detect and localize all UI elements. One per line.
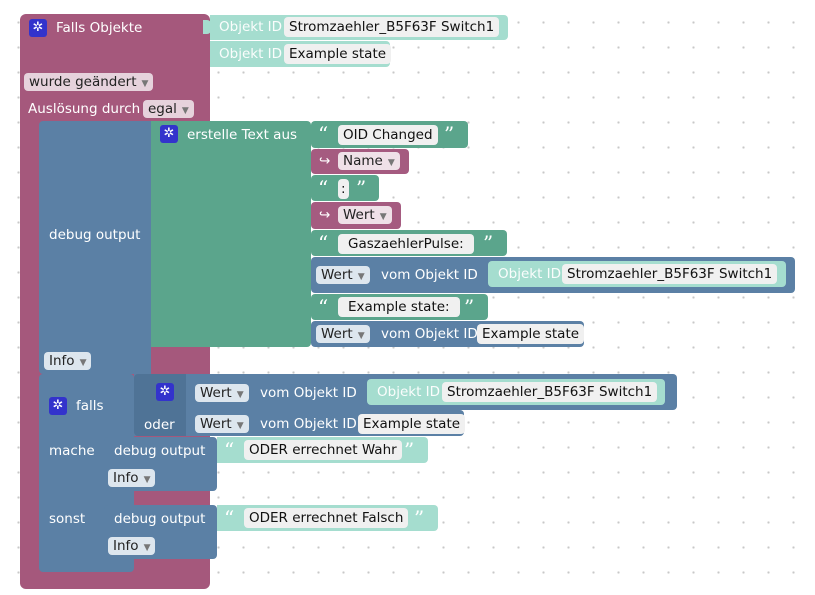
debug-level-dropdown-2[interactable]: Info ▼ [108,469,156,487]
text-join-gear-icon[interactable]: ✲ [160,125,178,143]
close-quote-icon: ” [444,122,455,146]
object-id-field-4[interactable]: Example state [477,324,585,344]
if-gear-icon[interactable]: ✲ [49,397,67,415]
text-false[interactable]: ODER errechnet Falsch [244,508,409,528]
get-value-prop-2: Wert [321,326,353,342]
get-value-prop-1: Wert [321,267,353,283]
variable-arrow-icon: ↪ [319,207,331,223]
text-oid-changed[interactable]: OID Changed [338,125,438,145]
debug-output-block-1[interactable] [39,121,151,374]
if-sonst-label: sonst [49,511,86,527]
open-quote-icon: “ [318,295,329,319]
get-value-prop-dropdown-2[interactable]: Wert ▼ [316,325,370,343]
object-id-label-5: Objekt ID [377,384,441,400]
trigger-by-value: egal [148,101,177,117]
cond-prop-1: Wert [200,385,232,401]
object-id-label-3: Objekt ID [498,266,562,282]
open-quote-icon: “ [224,506,235,530]
chevron-down-icon: ▼ [143,475,151,485]
open-quote-icon: “ [318,176,329,200]
debug-output-label-1: debug output [49,227,141,243]
change-dropdown-value: wurde geändert [29,74,137,90]
cond-prop-2: Wert [200,416,232,432]
chevron-down-icon: ▼ [236,390,244,400]
variable-wert-dropdown[interactable]: Wert ▼ [338,206,392,224]
text-colon[interactable]: : [338,179,349,199]
or-gear-icon[interactable]: ✲ [156,383,174,401]
object-id-field-6[interactable]: Example state [358,414,466,434]
variable-arrow-icon: ↪ [319,153,331,169]
close-quote-icon: ” [356,176,367,200]
from-object-label-1: vom Objekt ID [381,267,478,283]
if-mache-label: mache [49,443,95,459]
chevron-down-icon: ▼ [181,106,189,116]
close-quote-icon: ” [404,438,415,462]
from-object-label-2: vom Objekt ID [381,326,478,342]
cond-from-label-1: vom Objekt ID [260,385,357,401]
variable-wert-value: Wert [343,207,375,223]
object-id-field-5[interactable]: Stromzaehler_B5F63F Switch1 [442,382,658,402]
cond-from-label-2: vom Objekt ID [260,416,357,432]
text-example-label[interactable]: Example state: [338,297,460,317]
if-falls-label: falls [76,398,104,414]
trigger-title: Falls Objekte [56,20,143,36]
close-quote-icon: ” [483,231,494,255]
chevron-down-icon: ▼ [141,79,149,89]
object-id-field-2[interactable]: Example state [284,44,392,64]
debug-level-dropdown-3[interactable]: Info ▼ [108,537,156,555]
variable-name-value: Name [343,153,383,169]
open-quote-icon: “ [318,122,329,146]
trigger-by-label: Auslösung durch [28,101,141,117]
or-label: oder [144,417,175,433]
chevron-down-icon: ▼ [357,272,365,282]
open-quote-icon: “ [318,231,329,255]
text-gas-label[interactable]: GaszaehlerPulse: [338,234,474,254]
chevron-down-icon: ▼ [143,543,151,553]
variable-name-dropdown[interactable]: Name ▼ [338,152,400,170]
text-join-block[interactable] [151,121,311,347]
object-id-field-1[interactable]: Stromzaehler_B5F63F Switch1 [284,17,500,37]
debug-level-dropdown-1[interactable]: Info ▼ [44,352,92,370]
object-input-1-notch [203,20,211,34]
debug-output-label-2: debug output [114,443,206,459]
settings-gear-icon[interactable]: ✲ [29,19,47,37]
debug-level-value-2: Info [113,470,139,486]
object-id-field-3[interactable]: Stromzaehler_B5F63F Switch1 [562,264,778,284]
close-quote-icon: ” [414,506,425,530]
chevron-down-icon: ▼ [79,358,87,368]
trigger-by-dropdown[interactable]: egal ▼ [143,100,194,118]
debug-level-value-3: Info [113,538,139,554]
close-quote-icon: ” [464,295,475,319]
trigger-block-foot [20,574,210,586]
chevron-down-icon: ▼ [236,421,244,431]
chevron-down-icon: ▼ [387,158,395,168]
change-dropdown[interactable]: wurde geändert ▼ [24,73,154,91]
object-id-label-2: Objekt ID [219,46,283,62]
open-quote-icon: “ [224,438,235,462]
cond-prop-dropdown-1[interactable]: Wert ▼ [195,384,249,402]
debug-level-value-1: Info [49,353,75,369]
chevron-down-icon: ▼ [379,212,387,222]
chevron-down-icon: ▼ [357,331,365,341]
get-value-prop-dropdown-1[interactable]: Wert ▼ [316,266,370,284]
object-id-label-1: Objekt ID [219,19,283,35]
text-join-label: erstelle Text aus [187,127,298,143]
text-true[interactable]: ODER errechnet Wahr [244,440,402,460]
debug-output-label-3: debug output [114,511,206,527]
cond-prop-dropdown-2[interactable]: Wert ▼ [195,415,249,433]
